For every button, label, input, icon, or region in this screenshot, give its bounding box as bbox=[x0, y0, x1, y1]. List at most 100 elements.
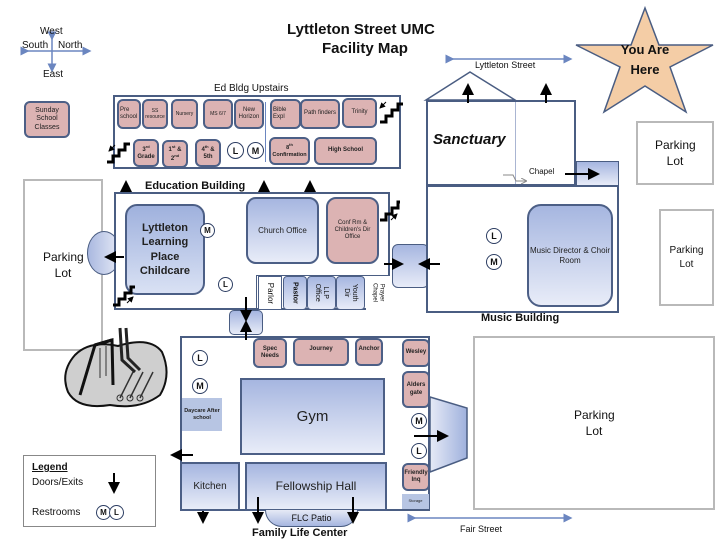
grade-suffix: st bbox=[171, 143, 176, 149]
room-kitchen: Kitchen bbox=[180, 462, 240, 511]
grade-suffix: rd bbox=[145, 143, 150, 149]
room-spec-needs: Spec Needs bbox=[253, 338, 287, 368]
legend-restrooms-label: Restrooms bbox=[32, 507, 81, 518]
room-childcare: Lyttleton Learning Place Childcare bbox=[125, 204, 205, 295]
sunday-school-key: Sunday School Classes bbox=[24, 101, 70, 138]
restroom-mens-icon: M bbox=[247, 142, 264, 159]
room-youth-dir: Youth Dir bbox=[336, 276, 365, 310]
room-anchor: Anchor bbox=[355, 338, 383, 366]
title-line2: Facility Map bbox=[322, 40, 408, 57]
room-8th-confirmation: 8th Confirmation bbox=[269, 137, 310, 165]
room-preschool: Pre school bbox=[117, 99, 141, 129]
lyttleton-street-label: Lyttleton Street bbox=[475, 60, 536, 70]
parking-lot-north-lower: Parking Lot bbox=[659, 209, 714, 306]
room-fellowship-hall: Fellowship Hall bbox=[245, 462, 387, 511]
offices-strip bbox=[256, 275, 390, 310]
room-ms-6-7: MS 6/7 bbox=[203, 99, 233, 129]
room-prayer-chapel: Prayer Chapel bbox=[366, 276, 390, 310]
room-parlor: Parlor bbox=[258, 276, 282, 310]
you-are-here-label: You Are Here bbox=[620, 42, 670, 77]
flc-patio-label: FLC Patio bbox=[291, 513, 332, 523]
grade-number: 1 bbox=[168, 146, 172, 153]
room-bible-expl: Bible Expl bbox=[270, 99, 301, 129]
room-3rd-grade: 3rd Grade bbox=[133, 139, 159, 167]
parking-lot-west-label: Parking Lot bbox=[43, 249, 84, 280]
room-nursery: Nursery bbox=[171, 99, 198, 129]
ed-upstairs-divider bbox=[265, 102, 266, 162]
room-conf-childrens-dir: Conf Rm & Children's Dir Office bbox=[326, 197, 379, 264]
ed-upstairs-title: Ed Bldg Upstairs bbox=[214, 83, 289, 94]
restroom-mens-icon: M bbox=[200, 223, 215, 238]
room-new-horizon: New Horizon bbox=[234, 99, 264, 129]
grade-suffix: th bbox=[204, 143, 209, 149]
room-pathfinders: Path finders bbox=[300, 99, 340, 129]
flc-patio: FLC Patio bbox=[265, 510, 358, 527]
title-line1: Lyttleton Street UMC bbox=[287, 21, 435, 38]
youth-dir-label: Youth Dir bbox=[343, 284, 359, 302]
grade-suffix-2: nd bbox=[174, 153, 180, 158]
parlor-label: Parlor bbox=[266, 282, 276, 304]
chapel-divider bbox=[515, 102, 516, 184]
grade-word: 5th bbox=[203, 154, 213, 160]
compass-west: West bbox=[40, 26, 63, 37]
sanctuary-label: Sanctuary bbox=[433, 131, 506, 148]
legend-title: Legend bbox=[32, 462, 68, 473]
parking-lot-north-lower-label: Parking Lot bbox=[669, 245, 704, 270]
room-journey: Journey bbox=[293, 338, 349, 366]
room-daycare-afterschool: Daycare After school bbox=[182, 398, 222, 431]
grade-and: & bbox=[208, 146, 215, 153]
room-wesley: Wesley bbox=[402, 339, 430, 367]
room-pastor: Pastor bbox=[283, 276, 307, 310]
grade-number: 8 bbox=[286, 145, 290, 152]
restroom-ladies-icon: L bbox=[192, 350, 208, 366]
connector-ed-flc bbox=[229, 310, 263, 335]
compass-south: South bbox=[22, 40, 49, 51]
music-building-title: Music Building bbox=[481, 312, 560, 324]
chapel-label: Chapel bbox=[529, 167, 555, 176]
restroom-ladies-icon: L bbox=[227, 142, 244, 159]
family-life-center-title: Family Life Center bbox=[252, 527, 348, 539]
parking-lot-south: Parking Lot bbox=[473, 336, 715, 510]
legend-box: Legend Doors/Exits Restrooms M L bbox=[23, 455, 156, 527]
room-ss-resource: SS resource bbox=[142, 99, 168, 129]
grade-number-2: 2 bbox=[170, 156, 175, 162]
room-aldersgate: Alders gate bbox=[402, 371, 430, 408]
restroom-mens-icon: M bbox=[486, 254, 502, 270]
parking-lot-south-label: Parking Lot bbox=[574, 407, 615, 438]
education-building-title: Education Building bbox=[145, 180, 246, 192]
compass-north: North bbox=[58, 40, 83, 51]
llp-office-label: LLP Office bbox=[314, 283, 330, 303]
pastor-label: Pastor bbox=[291, 282, 299, 304]
restroom-mens-icon: M bbox=[192, 378, 208, 394]
room-high-school: High School bbox=[314, 137, 377, 165]
fair-street-label: Fair Street bbox=[460, 524, 503, 534]
room-friendly-inq: Friendly Inq bbox=[402, 463, 430, 491]
room-1st-2nd: 1st & 2nd bbox=[162, 140, 188, 168]
grade-number: 3 bbox=[142, 146, 146, 153]
grade-word: Confirmation bbox=[272, 151, 307, 158]
room-llp-office: LLP Office bbox=[307, 276, 336, 310]
room-trinity: Trinity bbox=[342, 98, 377, 128]
sanctuary-building bbox=[426, 100, 576, 186]
room-music-director-choir: Music Director & Choir Room bbox=[527, 204, 613, 307]
compass-east: East bbox=[43, 69, 64, 80]
grade-number: 4 bbox=[201, 146, 205, 153]
room-storage: Storage bbox=[402, 494, 429, 509]
room-church-office: Church Office bbox=[246, 197, 319, 264]
parking-lot-north-upper: Parking Lot bbox=[636, 121, 714, 185]
room-4th-5th: 4th & 5th bbox=[195, 139, 221, 167]
parking-lot-north-upper-label: Parking Lot bbox=[655, 137, 696, 168]
prayer-chapel-label: Prayer Chapel bbox=[372, 283, 385, 303]
restroom-ladies-icon: L bbox=[486, 228, 502, 244]
grade-and: & bbox=[175, 146, 182, 153]
restroom-ladies-icon: L bbox=[218, 277, 233, 292]
restroom-ladies-icon: L bbox=[411, 443, 427, 459]
legend-doors-label: Doors/Exits bbox=[32, 477, 84, 488]
room-gym: Gym bbox=[240, 378, 385, 455]
grade-suffix: th bbox=[289, 142, 293, 148]
restroom-mens-icon: M bbox=[411, 413, 427, 429]
chapel-entrance bbox=[576, 161, 619, 186]
legend-ladies-icon: L bbox=[109, 505, 124, 520]
connector-ed-music bbox=[392, 244, 429, 288]
grade-word: Grade bbox=[137, 154, 155, 160]
